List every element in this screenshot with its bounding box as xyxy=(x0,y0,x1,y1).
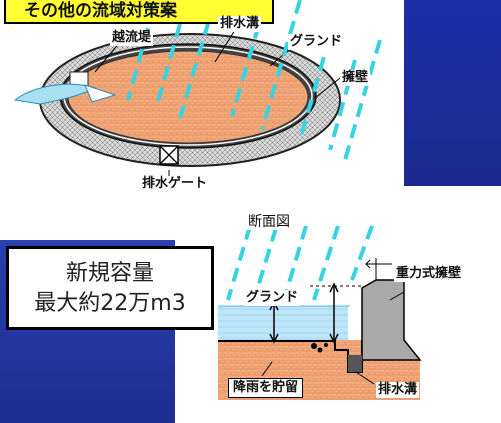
label-rain-storage: 降雨を貯留 xyxy=(228,378,304,398)
capacity-box: 新規容量 最大約22万m3 xyxy=(6,246,214,330)
label-section-title: 断面図 xyxy=(246,214,292,230)
label-overflow-bank: 越流堤 xyxy=(110,30,154,46)
blue-panel-top xyxy=(404,0,501,186)
basin-plan-view xyxy=(13,29,341,176)
rain-streaks-section xyxy=(226,225,374,301)
gravity-wall-shape xyxy=(361,279,422,361)
label-ground-plan: グランド xyxy=(288,34,345,50)
capacity-value: 最大約22万m3 xyxy=(34,291,186,316)
label-drain-gate: 排水ゲート xyxy=(140,176,210,192)
label-gravity-wall: 重力式擁壁 xyxy=(394,266,464,282)
label-ground-section: グランド xyxy=(244,290,301,306)
section-stored-water xyxy=(218,306,348,340)
label-drainage-channel-plan: 排水溝 xyxy=(218,16,262,32)
label-drainage-channel-section: 排水溝 xyxy=(376,382,420,398)
section-drain-channel xyxy=(348,355,362,372)
label-retaining-wall: 擁壁 xyxy=(340,70,371,86)
capacity-heading: 新規容量 xyxy=(65,261,154,286)
